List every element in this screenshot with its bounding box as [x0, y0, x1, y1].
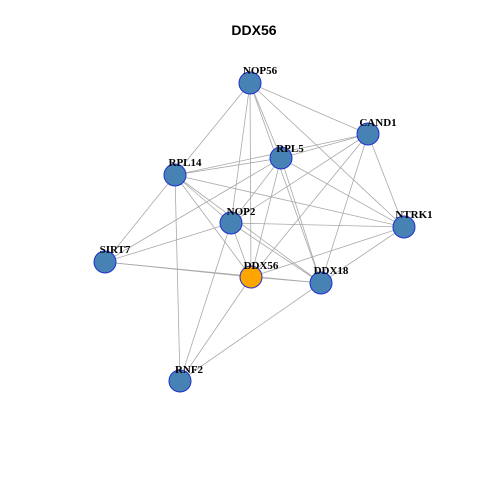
node-label-nop2: NOP2 — [227, 206, 256, 218]
node-label-ddx18: DDX18 — [314, 265, 349, 277]
node-label-cand1: CAND1 — [359, 117, 396, 129]
node-sirt7[interactable] — [93, 250, 117, 274]
edge-layer — [104, 82, 405, 382]
edge-ddx56-ntrk1 — [250, 226, 405, 278]
node-layer — [93, 71, 416, 393]
node-label-rpl5: RPL5 — [276, 143, 304, 155]
node-label-rnf2: RNF2 — [175, 364, 204, 376]
edge-nop56-rpl14 — [174, 82, 251, 176]
edge-nop2-sirt7 — [104, 222, 232, 263]
edge-cand1-ntrk1 — [367, 133, 405, 228]
edge-rpl5-rpl14 — [174, 157, 282, 176]
edge-rpl14-rnf2 — [174, 174, 181, 382]
edge-rpl5-ddx56 — [250, 157, 282, 278]
node-label-sirt7: SIRT7 — [100, 244, 131, 256]
edge-cand1-nop2 — [230, 133, 369, 224]
edge-rpl14-ddx18 — [174, 174, 322, 284]
edge-rpl14-ntrk1 — [174, 174, 405, 228]
edge-ddx18-ntrk1 — [320, 226, 405, 284]
node-rpl14[interactable] — [163, 163, 187, 187]
edge-rpl14-nop2 — [174, 174, 232, 224]
edge-sirt7-ddx18 — [104, 261, 322, 284]
node-nop2[interactable] — [219, 211, 243, 235]
edge-rpl5-nop2 — [230, 157, 282, 224]
node-label-ntrk1: NTRK1 — [395, 209, 432, 221]
edge-nop2-ntrk1 — [230, 222, 405, 228]
node-cand1[interactable] — [356, 122, 380, 146]
edge-rpl5-ddx18 — [280, 157, 322, 284]
edge-rpl14-sirt7 — [104, 174, 176, 263]
edge-rpl14-ddx56 — [174, 174, 252, 278]
edge-rpl5-ntrk1 — [280, 157, 405, 228]
node-ntrk1[interactable] — [392, 215, 416, 239]
edge-nop56-cand1 — [249, 82, 369, 135]
node-label-ddx56: DDX56 — [244, 260, 279, 272]
edge-ddx56-rnf2 — [179, 276, 252, 382]
node-nop56[interactable] — [238, 71, 262, 95]
node-rpl5[interactable] — [269, 146, 293, 170]
diagram-title: DDX56 — [231, 22, 276, 38]
edge-nop56-ntrk1 — [249, 82, 405, 228]
node-label-rpl14: RPL14 — [169, 157, 203, 169]
node-ddx56[interactable] — [239, 265, 263, 289]
edge-nop56-ddx56 — [249, 82, 252, 278]
edge-nop56-ddx18 — [249, 82, 322, 284]
edge-nop56-nop2 — [230, 82, 251, 224]
edge-nop2-rnf2 — [179, 222, 232, 382]
node-rnf2[interactable] — [168, 369, 192, 393]
edge-cand1-rpl5 — [280, 133, 369, 159]
edge-nop56-rpl5 — [249, 82, 282, 159]
edge-nop2-ddx18 — [230, 222, 322, 284]
node-ddx18[interactable] — [309, 271, 333, 295]
edge-cand1-ddx18 — [320, 133, 369, 284]
edge-ddx56-ddx18 — [250, 276, 322, 284]
edge-rpl5-sirt7 — [104, 157, 282, 263]
edge-ddx18-rnf2 — [179, 282, 322, 382]
node-label-nop56: NOP56 — [243, 65, 278, 77]
